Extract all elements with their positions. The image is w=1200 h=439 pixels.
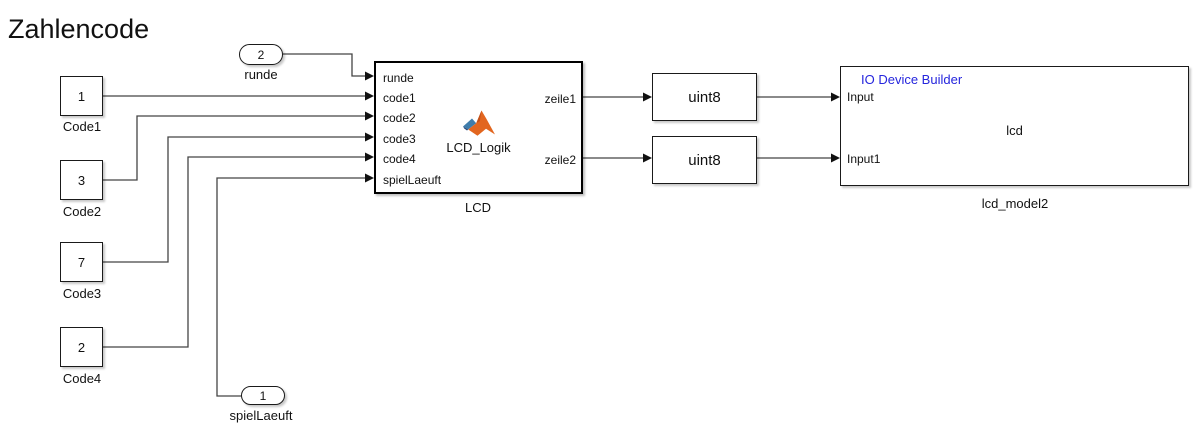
lcd-input-port-code4: code4 [383, 152, 416, 166]
constant-value: 2 [77, 339, 86, 355]
io-device-builder-header: IO Device Builder [861, 72, 963, 87]
lcd-output-port-zeile2: zeile2 [544, 153, 576, 167]
block-label-code3[interactable]: Code3 [62, 286, 102, 301]
block-label-runde[interactable]: runde [244, 67, 278, 82]
block-label-code1[interactable]: Code1 [62, 119, 102, 134]
matlab-function-block-lcd[interactable]: runde code1 code2 code3 code4 spielLaeuf… [374, 61, 583, 194]
datatype-convert-block-1[interactable]: uint8 [652, 73, 757, 121]
io-device-name: lcd [1006, 123, 1023, 138]
block-label-lcd-model2[interactable]: lcd_model2 [981, 196, 1049, 211]
wire-spiellaeuft[interactable] [216, 177, 365, 397]
matlab-membrane-icon [462, 110, 495, 136]
arrowhead-code1 [365, 91, 374, 101]
lcd-input-port-code1: code1 [383, 91, 416, 105]
lcd-input-port-code3: code3 [383, 132, 416, 146]
datatype-convert-block-2[interactable]: uint8 [652, 136, 757, 184]
lcd-input-port-spiellaeuft: spielLaeuft [383, 173, 442, 187]
arrowhead-code2 [365, 111, 374, 121]
arrowhead-zeile1 [643, 92, 652, 102]
inport-value: 1 [259, 388, 267, 403]
lcd-input-port-runde: runde [383, 71, 414, 85]
wire-code3[interactable] [103, 136, 365, 263]
inport-value: 2 [257, 47, 265, 62]
constant-block-code1[interactable]: 1 [60, 76, 103, 116]
arrowhead-code4 [365, 152, 374, 162]
inport-block-spiellaeuft[interactable]: 1 [241, 386, 285, 405]
wire-runde[interactable] [283, 53, 365, 77]
arrowhead-io-input1 [831, 153, 840, 163]
block-label-code2[interactable]: Code2 [62, 204, 102, 219]
constant-value: 3 [77, 172, 86, 188]
constant-value: 1 [77, 88, 86, 104]
block-label-spiellaeuft[interactable]: spielLaeuft [229, 408, 293, 423]
convert-label: uint8 [688, 151, 721, 169]
diagram-title: Zahlencode [8, 14, 150, 44]
io-input-port: Input [847, 90, 874, 104]
convert-label: uint8 [688, 88, 721, 106]
constant-block-code2[interactable]: 3 [60, 160, 103, 200]
arrowhead-runde [365, 71, 374, 81]
wire-code2[interactable] [103, 115, 365, 181]
block-label-code4[interactable]: Code4 [62, 371, 102, 386]
block-label-lcd[interactable]: LCD [464, 200, 492, 215]
arrowhead-code3 [365, 132, 374, 142]
lcd-output-port-zeile1: zeile1 [544, 92, 576, 106]
lcd-function-name: LCD_Logik [446, 140, 511, 155]
constant-block-code4[interactable]: 2 [60, 327, 103, 367]
wire-code4[interactable] [103, 156, 365, 348]
arrowhead-zeile2 [643, 153, 652, 163]
io-input1-port: Input1 [847, 152, 881, 166]
constant-value: 7 [77, 254, 86, 270]
arrowhead-spiellaeuft [365, 173, 374, 183]
lcd-input-port-code2: code2 [383, 111, 416, 125]
constant-block-code3[interactable]: 7 [60, 242, 103, 282]
inport-block-runde[interactable]: 2 [239, 44, 283, 65]
io-device-builder-block[interactable]: IO Device Builder Input Input1 lcd [840, 66, 1189, 186]
arrowhead-io-input [831, 92, 840, 102]
